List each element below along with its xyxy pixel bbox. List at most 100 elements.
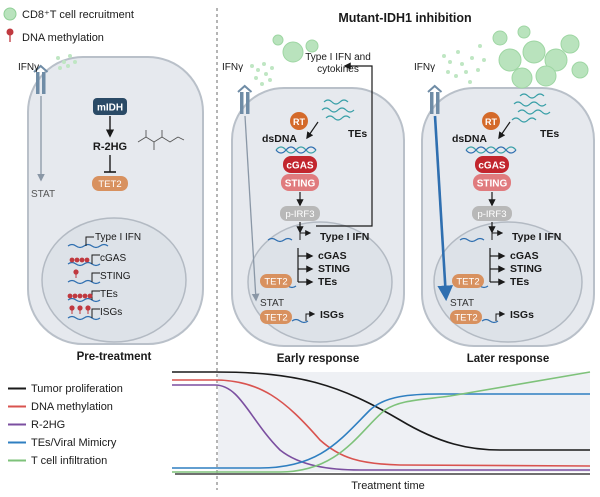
legend-label-3: TEs/Viral Mimicry — [31, 437, 117, 449]
feedback-label-line2: cytokines — [317, 64, 359, 75]
ifngamma-label: IFNγ — [414, 62, 435, 73]
ifngr-receptor-icon — [33, 64, 49, 94]
tet2-label-b: TET2 — [454, 313, 477, 324]
cell-early-response: IFNγ Type I IFN and cytokines RT TEs — [222, 34, 405, 365]
cell-later-response: IFNγ RT TEs dsDNA — [414, 25, 595, 365]
tes-label: TEs — [348, 128, 367, 140]
tet2-box-b — [260, 310, 292, 324]
isgs-label: ISGs — [320, 309, 344, 321]
ifngr-receptor-icon — [237, 84, 253, 114]
feedback-label-line1: Type I IFN and — [305, 52, 371, 63]
gene-label-cgas: cGAS — [510, 250, 539, 262]
rt-circle — [482, 112, 500, 130]
nucleus — [41, 217, 187, 343]
tes-rna-icon — [321, 99, 355, 121]
gene-label-sting: STING — [510, 263, 542, 275]
stat-label: STAT — [260, 298, 284, 309]
ifn-dots-icon — [250, 62, 274, 86]
rt-label: RT — [485, 117, 497, 127]
green-tcell-cluster — [272, 34, 319, 63]
sting-label: STING — [477, 179, 508, 190]
gene-label-cgas: cGAS — [318, 250, 347, 262]
dsdna-helix-icon — [275, 146, 317, 154]
tet2-label-a: TET2 — [456, 277, 479, 288]
tet2-label-a: TET2 — [264, 277, 287, 288]
isgs-label: ISGs — [510, 309, 534, 321]
gene-label-sting: STING — [318, 263, 350, 275]
sting-label: STING — [285, 179, 316, 190]
sting-box — [281, 174, 319, 191]
tet2-box-a — [452, 274, 484, 288]
gene-sting: STING — [67, 269, 131, 285]
green-tcell-cluster — [492, 25, 589, 89]
legend-label-2: R-2HG — [31, 419, 65, 431]
gene-label-tes: TEs — [318, 276, 337, 288]
gene-isgs: ISGs — [67, 305, 122, 321]
curve-t-cell-infiltration — [172, 371, 591, 473]
cd8-tcell-icon — [3, 7, 17, 21]
cgas-label: cGAS — [286, 161, 314, 172]
feedback-arrow — [316, 62, 373, 227]
rt-label: RT — [293, 117, 305, 127]
tet2-label: TET2 — [98, 179, 121, 190]
cgas-label: cGAS — [478, 161, 506, 172]
type1ifn-gene-label: Type I IFN — [512, 231, 561, 243]
pirf3-box — [280, 206, 320, 221]
curve-tumor-proliferation — [172, 371, 590, 451]
pirf3-box — [472, 206, 512, 221]
rt-circle — [290, 112, 308, 130]
cell-label-pre-treatment: Pre-treatment — [77, 351, 152, 363]
cell-label-later-response: Later response — [467, 353, 549, 365]
ifngr-receptor-icon — [427, 84, 443, 114]
legend-methylation-label: DNA methylation — [22, 32, 104, 44]
section-title: Mutant-IDH1 inhibition — [338, 11, 471, 25]
gene-label-tes: TEs — [510, 276, 529, 288]
gene-tes: TEs — [67, 289, 118, 303]
midh-label: mIDH — [97, 103, 123, 114]
timecourse-curves — [172, 371, 591, 473]
tes-label: TEs — [540, 128, 559, 140]
tet2-label-b: TET2 — [264, 313, 287, 324]
gene-label: Type I IFN — [95, 232, 141, 243]
methylation-pin-icon — [6, 28, 14, 42]
legend-label-4: T cell infiltration — [31, 455, 107, 467]
pirf3-label: p-IRF3 — [285, 209, 314, 220]
r2hg-molecule-icon — [137, 130, 185, 150]
type1ifn-gene-label: Type I IFN — [320, 231, 369, 243]
stat-label: STAT — [31, 189, 55, 200]
legend-top: CD8⁺T cell recruitment DNA methylation — [3, 7, 134, 44]
legend-label-0: Tumor proliferation — [31, 383, 123, 395]
ifn-dots-icon — [442, 44, 486, 84]
gene-label: cGAS — [100, 253, 126, 264]
cgas-box — [283, 156, 317, 173]
dsdna-label: dsDNA — [452, 133, 487, 145]
curve-tes-viral-mimicry — [172, 393, 590, 469]
dsdna-label: dsDNA — [262, 133, 297, 145]
gene-rows: Type I IFN cGAS STING TEs — [67, 232, 141, 321]
timecourse-panel: Treatment time — [172, 371, 591, 492]
x-axis-label: Treatment time — [351, 480, 425, 492]
cgas-box — [475, 156, 509, 173]
sting-box — [473, 174, 511, 191]
gene-cgas: cGAS — [67, 253, 126, 267]
midh-box — [93, 98, 127, 115]
gene-type1ifn: Type I IFN — [67, 232, 141, 249]
tet2-box-a — [260, 274, 292, 288]
curve-r-2hg — [172, 384, 590, 471]
tet2-box-b — [450, 310, 482, 324]
pirf3-label: p-IRF3 — [477, 209, 506, 220]
cell-label-early-response: Early response — [277, 353, 359, 365]
stat-label: STAT — [450, 298, 474, 309]
gene-label: ISGs — [100, 307, 122, 318]
ifngamma-label: IFNγ — [18, 62, 39, 73]
cell-pre-treatment: IFNγ mIDH R-2HG TET2 STAT Type I IFN — [18, 54, 204, 363]
curve-dna-methylation — [172, 379, 591, 467]
legend-label-1: DNA methylation — [31, 401, 113, 413]
tet2-box — [92, 176, 128, 191]
ifn-dots-icon — [56, 54, 77, 70]
r2hg-label: R-2HG — [93, 141, 127, 153]
gene-label: TEs — [100, 289, 118, 300]
legend-cd8-label: CD8⁺T cell recruitment — [22, 9, 134, 21]
